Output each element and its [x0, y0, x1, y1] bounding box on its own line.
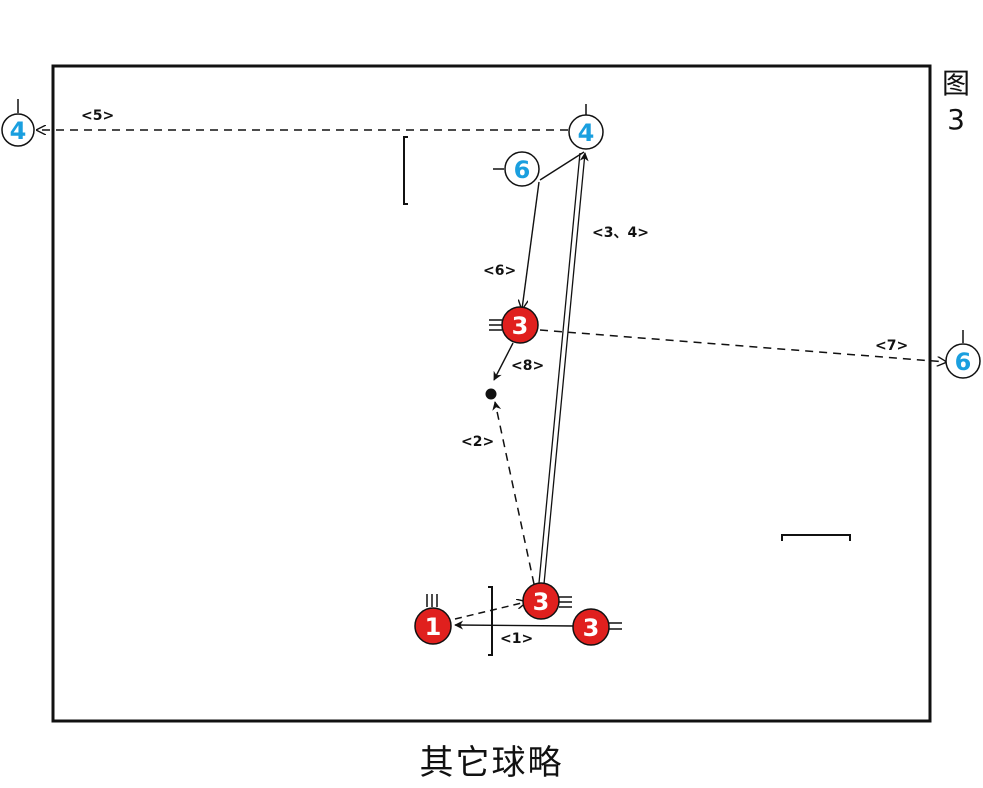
tick-r3-mid	[489, 319, 502, 331]
run-line-34a	[538, 152, 581, 584]
svg-text:6: 6	[514, 156, 531, 184]
figure-label-number: 3	[947, 103, 965, 136]
link-4-6	[539, 151, 585, 181]
label-move-6: <6>	[483, 263, 516, 279]
label-move-7: <7>	[875, 338, 908, 354]
svg-text:3: 3	[583, 614, 600, 642]
player-blue-4-left: 4	[1, 113, 35, 147]
figure-label: 图 3	[936, 66, 976, 138]
svg-text:4: 4	[578, 119, 595, 147]
run-line-8	[493, 342, 514, 381]
player-red-3-low: 3	[522, 582, 560, 620]
player-blue-6-right: 6	[945, 343, 981, 379]
label-move-8: <8>	[511, 358, 544, 374]
pass-line-7	[539, 329, 946, 362]
run-line-6	[522, 181, 540, 309]
svg-text:6: 6	[955, 348, 972, 376]
player-red-3-mid: 3	[501, 306, 539, 344]
tick-r3-low	[559, 596, 572, 608]
svg-text:3: 3	[533, 588, 550, 616]
svg-text:3: 3	[512, 312, 529, 340]
player-blue-6-top: 6	[504, 151, 540, 187]
run-line-34b	[543, 152, 589, 585]
label-move-2: <2>	[461, 434, 494, 450]
label-move-5: <5>	[81, 108, 114, 124]
svg-text:4: 4	[10, 117, 27, 145]
field-boundary	[51, 64, 932, 723]
svg-text:1: 1	[425, 613, 442, 641]
player-red-3-right: 3	[572, 608, 610, 646]
bracket-right	[781, 534, 851, 541]
bracket-left	[403, 136, 408, 205]
pass-line-1b	[454, 602, 526, 620]
label-move-34: <3、4>	[592, 225, 649, 241]
tick-r1	[426, 594, 438, 607]
tick-r3-right	[609, 622, 622, 630]
ball-dot	[485, 388, 497, 400]
bracket-bottom	[488, 586, 493, 656]
label-move-1: <1>	[500, 631, 533, 647]
run-line-1	[454, 620, 576, 630]
player-red-1: 1	[414, 607, 452, 645]
player-blue-4-top: 4	[568, 114, 604, 150]
diagram-caption: 其它球略	[419, 743, 564, 783]
pass-line-2	[492, 401, 535, 585]
figure-label-char: 图	[941, 67, 970, 100]
